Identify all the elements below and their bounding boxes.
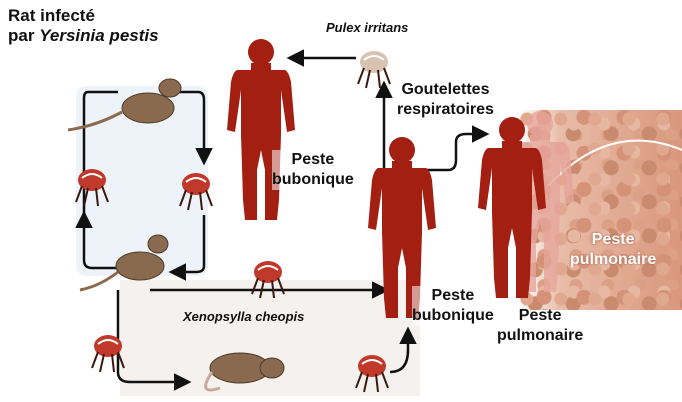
title-line1: Rat infecté [8, 6, 95, 25]
pulex-flea-icon [358, 51, 390, 88]
droplets-arrow [420, 134, 486, 170]
title-line2-prefix: par [8, 26, 39, 45]
title-species: Yersinia pestis [39, 26, 158, 45]
pulex-label: Pulex irritans [326, 20, 408, 35]
human-top-icon [227, 39, 295, 220]
xenopsylla-label: Xenopsylla cheopis [183, 309, 304, 324]
transmission-band [120, 280, 420, 396]
title-label: Rat infecté par Yersinia pestis [8, 6, 159, 46]
